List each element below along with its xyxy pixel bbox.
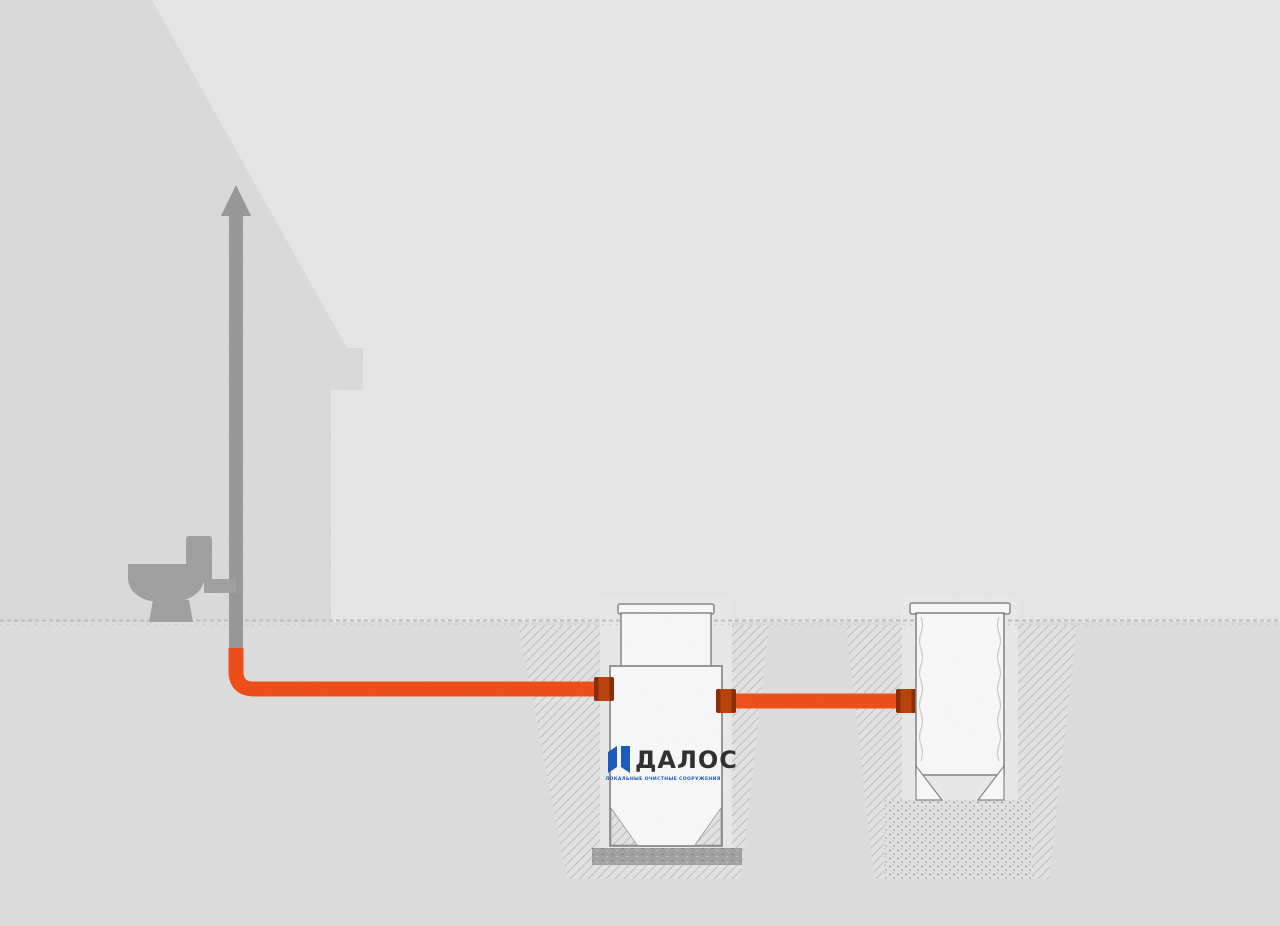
diagram-canvas: ДАЛОС ЛОКАЛЬНЫЕ ОЧИСТНЫЕ СООРУЖЕНИЯ bbox=[0, 0, 1280, 926]
septic-installation-diagram: ДАЛОС ЛОКАЛЬНЫЕ ОЧИСТНЫЕ СООРУЖЕНИЯ bbox=[0, 0, 1280, 926]
grain-overlay bbox=[0, 0, 1280, 926]
